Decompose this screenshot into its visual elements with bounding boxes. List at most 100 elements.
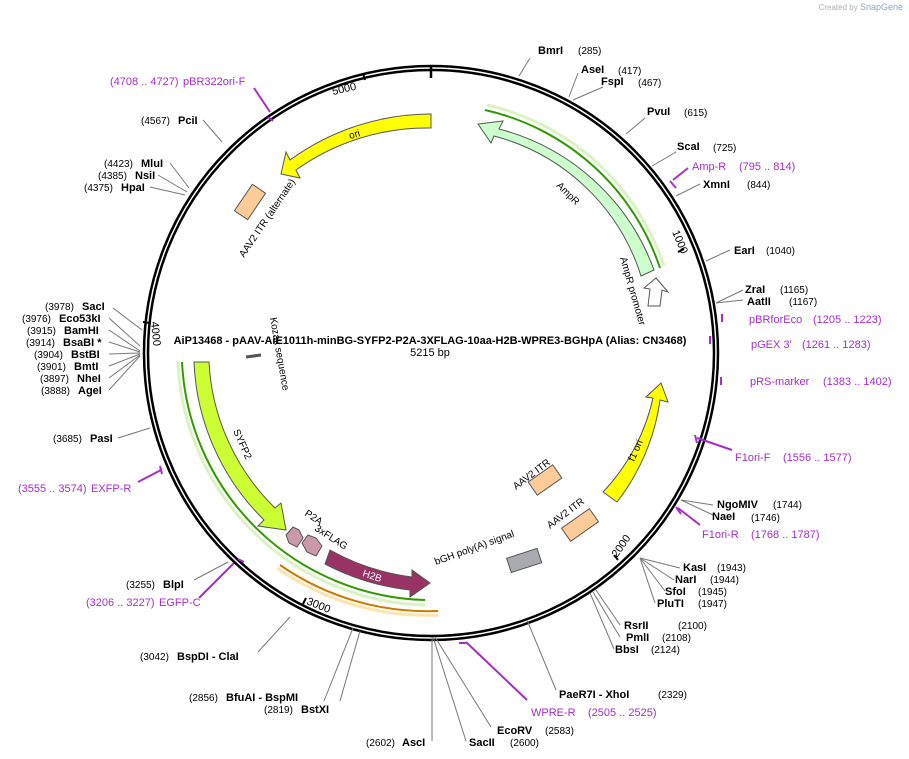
site-RsrII: RsrII xyxy=(624,620,648,632)
site-PasI-pos: (3685) xyxy=(53,434,82,445)
bgh-polya[interactable] xyxy=(505,547,543,574)
site-PluTI: PluTI xyxy=(657,598,684,610)
site-EarI: EarI xyxy=(734,245,755,257)
site-RsrII-pos: (2100) xyxy=(678,621,707,632)
site-NheI: NheI xyxy=(77,373,101,385)
site-MluI-pos: (4423) xyxy=(104,159,133,170)
site-PvuI-pos: (615) xyxy=(684,108,707,119)
site-PasI: PasI xyxy=(90,433,113,445)
site-EarI-pos: (1040) xyxy=(766,246,795,257)
ampr-label: AmpR xyxy=(554,180,581,207)
site-BmrI: BmrI xyxy=(538,45,563,57)
site-BspDI-ClaI: BspDI - ClaI xyxy=(177,651,239,663)
site-AseI: AseI xyxy=(581,64,604,76)
site-labels: BmrI (285) AseI (417) FspI (467) PvuI (6… xyxy=(22,45,817,749)
site-SfoI: SfoI xyxy=(665,586,686,598)
primer-EXFP-R-pos: (3555 .. 3574) xyxy=(18,483,87,495)
site-NheI-pos: (3897) xyxy=(40,374,69,385)
site-BlpI-pos: (3255) xyxy=(126,580,155,591)
site-NsiI-pos: (4385) xyxy=(98,171,127,182)
syfp2-orf-line xyxy=(181,361,426,601)
site-BamHI: BamHI xyxy=(64,325,99,337)
ampr-arrow[interactable] xyxy=(477,120,655,277)
primer-pBR322ori-F-pos: (4708 .. 4727) xyxy=(110,76,179,88)
site-EcoRV: EcoRV xyxy=(497,725,533,737)
p2a-arrow[interactable] xyxy=(285,526,304,548)
h2b-orf-line xyxy=(279,564,439,613)
credit-brand: SnapGene xyxy=(859,2,903,12)
site-BstBI-pos: (3904) xyxy=(34,350,63,361)
site-PciI-pos: (4567) xyxy=(141,116,170,127)
site-BmrI-pos: (285) xyxy=(578,46,601,57)
site-FspI-pos: (467) xyxy=(638,78,661,89)
h2b-arrow[interactable] xyxy=(324,549,431,598)
site-AatII-pos: (1167) xyxy=(789,297,817,308)
site-BsaBI: BsaBI * xyxy=(63,337,102,349)
aav2-itr-2[interactable] xyxy=(560,507,600,543)
site-Eco53kI: Eco53kI xyxy=(59,313,101,325)
syfp2-arrow[interactable] xyxy=(193,361,287,531)
site-AgeI-pos: (3888) xyxy=(41,386,70,397)
site-ScaI: ScaI xyxy=(677,141,700,153)
site-NaeI-pos: (1746) xyxy=(751,513,780,524)
site-NgoMIV-pos: (1744) xyxy=(773,500,802,511)
site-HpaI-pos: (4375) xyxy=(84,183,113,194)
site-EcoRV-pos: (2583) xyxy=(545,726,574,737)
site-BmtI-pos: (3901) xyxy=(37,362,66,373)
site-BamHI-pos: (3915) xyxy=(27,326,56,337)
primer-marks xyxy=(137,87,733,701)
site-PluTI-pos: (1947) xyxy=(698,599,727,610)
site-NarI: NarI xyxy=(675,574,696,586)
site-BspDI-ClaI-pos: (3042) xyxy=(140,652,169,663)
tick-4000: 4000 xyxy=(142,321,163,347)
site-Eco53kI-pos: (3976) xyxy=(22,314,51,325)
primer-pBRforEco-pos: (1205 .. 1223) xyxy=(813,314,882,326)
site-HpaI: HpaI xyxy=(121,182,145,194)
site-FspI: FspI xyxy=(601,76,624,88)
primer-pGEX3: pGEX 3' xyxy=(751,339,792,351)
site-BlpI: BlpI xyxy=(163,579,184,591)
primer-AmpR-pos: (795 .. 814) xyxy=(739,161,795,173)
site-BfuAI-BspMI-pos: (2856) xyxy=(189,693,218,704)
site-AgeI: AgeI xyxy=(78,385,102,397)
site-AatII: AatII xyxy=(747,296,771,308)
ampr-promoter-arrow[interactable] xyxy=(642,277,670,307)
ori-arrow[interactable] xyxy=(280,113,432,179)
site-KasI: KasI xyxy=(683,562,706,574)
site-SacI-pos: (3978) xyxy=(45,302,74,313)
credit-prefix: Created by xyxy=(818,3,858,12)
svg-text:5000: 5000 xyxy=(331,81,358,98)
site-PmlI-pos: (2108) xyxy=(662,633,691,644)
site-BmtI: BmtI xyxy=(74,361,98,373)
site-BstBI: BstBI xyxy=(71,349,100,361)
primer-WPRE-R-pos: (2505 .. 2525) xyxy=(588,707,657,719)
primer-F1ori-R-pos: (1768 .. 1787) xyxy=(751,529,820,541)
f1-ori-arrow[interactable] xyxy=(602,382,669,503)
kozak-label: Kozak sequence xyxy=(267,317,291,392)
site-AseI-pos: (417) xyxy=(618,66,641,77)
site-PmlI: PmlI xyxy=(626,632,649,644)
kozak-mark xyxy=(245,353,262,359)
ampr-orf-line xyxy=(484,109,661,269)
primer-AmpR: Amp-R xyxy=(692,161,726,173)
aav2-itr-alternate[interactable] xyxy=(233,183,267,221)
primer-EGFP-C-pos: (3206 .. 3227) xyxy=(86,597,155,609)
flag-arrow[interactable] xyxy=(301,534,323,557)
site-MluI: MluI xyxy=(141,158,163,170)
site-ZraI-pos: (1165) xyxy=(780,285,808,296)
ori-label: ori xyxy=(348,128,362,142)
site-BsaBI-pos: (3914) xyxy=(26,338,55,349)
primer-EXFP-R: EXFP-R xyxy=(91,483,131,495)
site-ZraI: ZraI xyxy=(745,284,765,296)
primer-F1ori-F: F1ori-F xyxy=(735,452,771,464)
site-SfoI-pos: (1945) xyxy=(698,587,727,598)
site-XmnI-pos: (844) xyxy=(747,180,770,191)
site-leader-lines xyxy=(108,57,744,742)
site-NaeI: NaeI xyxy=(712,511,735,523)
primer-F1ori-F-pos: (1556 .. 1577) xyxy=(783,452,852,464)
primer-pRS-marker-pos: (1383 .. 1402) xyxy=(823,376,892,388)
plasmid-title: AiP13468 - pAAV-AiE1011h-minBG-SYFP2-P2A… xyxy=(174,335,687,347)
aav2-itr-1[interactable] xyxy=(527,464,563,496)
primer-pRS-marker: pRS-marker xyxy=(750,376,810,388)
